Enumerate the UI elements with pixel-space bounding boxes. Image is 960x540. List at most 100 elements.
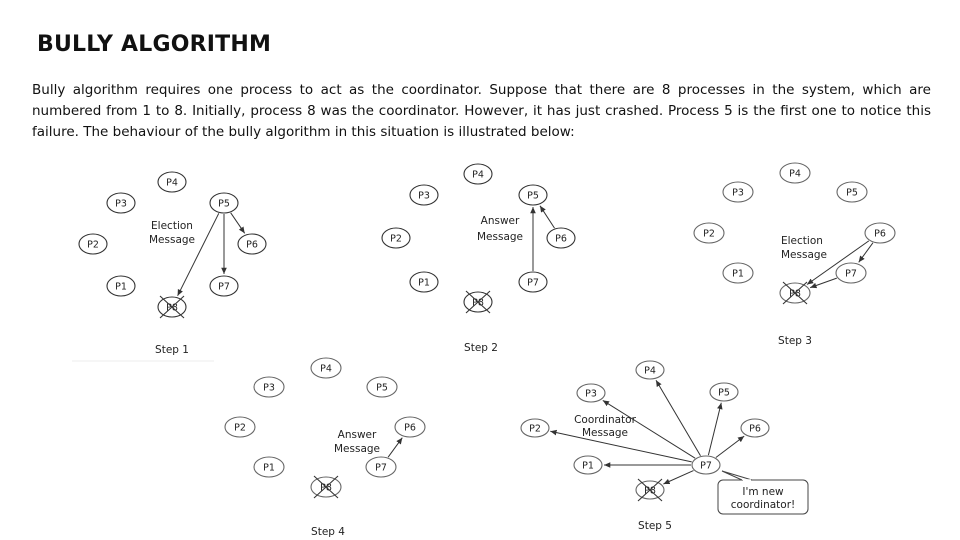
message-type-label: Election — [781, 235, 823, 247]
process-label: P4 — [789, 169, 801, 180]
process-node-p8: P8 — [635, 478, 665, 502]
process-label: P6 — [246, 240, 258, 251]
process-label: P7 — [218, 282, 230, 293]
process-label: P8 — [472, 298, 484, 309]
process-label: P2 — [703, 229, 715, 240]
process-label: P4 — [472, 170, 484, 181]
process-label: P2 — [87, 240, 99, 251]
process-label: P2 — [390, 234, 402, 245]
process-node-p3: P3 — [409, 184, 439, 206]
process-label: P2 — [529, 424, 541, 435]
process-label: P1 — [263, 463, 275, 474]
message-type-label: Message — [334, 443, 380, 455]
process-node-p3: P3 — [722, 181, 754, 203]
process-node-p1: P1 — [409, 271, 439, 293]
process-node-p6: P6 — [864, 222, 896, 244]
process-label: P7 — [375, 463, 387, 474]
process-node-p3: P3 — [106, 192, 136, 214]
process-label: P4 — [644, 366, 656, 377]
process-label: P1 — [732, 269, 744, 280]
process-node-p2: P2 — [693, 222, 725, 244]
process-node-p2: P2 — [520, 418, 550, 438]
message-type-label: Answer — [338, 429, 377, 441]
message-arrow-p6-to-p7 — [858, 242, 874, 263]
message-type-label: Message — [149, 234, 195, 246]
message-type-label: Election — [151, 220, 193, 232]
process-node-p7: P7 — [518, 271, 548, 293]
process-label: P8 — [166, 303, 178, 314]
process-label: P6 — [555, 234, 567, 245]
process-label: P8 — [789, 289, 801, 300]
message-arrow-p7-to-p6 — [387, 437, 403, 458]
process-node-p5: P5 — [209, 192, 239, 214]
process-node-p7: P7 — [365, 456, 397, 478]
crash-cross-icon — [465, 290, 491, 314]
process-label: P5 — [718, 388, 730, 399]
process-label: P5 — [527, 191, 539, 202]
process-node-p5: P5 — [518, 184, 548, 206]
message-arrow-p7-to-p5 — [707, 402, 723, 456]
crash-cross-icon — [313, 475, 339, 499]
process-node-p2: P2 — [78, 233, 108, 255]
message-arrow-p5-to-p6 — [230, 212, 246, 234]
message-arrow-p6-to-p8 — [806, 240, 870, 285]
process-label: P5 — [218, 199, 230, 210]
process-label: P1 — [582, 461, 594, 472]
message-arrow-p7-to-p8 — [663, 470, 694, 485]
process-node-p4: P4 — [463, 163, 493, 185]
process-node-p4: P4 — [779, 162, 811, 184]
step-label: Step 1 — [155, 344, 189, 356]
process-node-p6: P6 — [546, 227, 576, 249]
process-node-p1: P1 — [106, 275, 136, 297]
process-label: P2 — [234, 423, 246, 434]
process-node-p4: P4 — [157, 171, 187, 193]
intro-paragraph: Bully algorithm requires one process to … — [32, 82, 931, 140]
process-label: P4 — [166, 178, 178, 189]
crash-cross-icon — [637, 478, 663, 502]
message-arrow-p7-to-p4 — [655, 379, 701, 456]
process-node-p8: P8 — [779, 281, 811, 305]
crash-cross-icon — [782, 281, 808, 305]
message-arrow-p7-to-p2 — [550, 429, 692, 463]
process-node-p5: P5 — [836, 181, 868, 203]
process-node-p3: P3 — [253, 376, 285, 398]
process-label: P3 — [732, 188, 744, 199]
process-label: P6 — [874, 229, 886, 240]
message-type-label: Coordinator — [574, 414, 637, 426]
process-node-p1: P1 — [253, 456, 285, 478]
process-node-p3: P3 — [576, 383, 606, 403]
callout-text: coordinator! — [731, 499, 796, 511]
process-node-p4: P4 — [310, 357, 342, 379]
step-label: Step 3 — [778, 335, 812, 347]
crash-cross-icon — [159, 295, 185, 319]
message-type-label: Message — [477, 231, 523, 243]
process-label: P5 — [846, 188, 858, 199]
message-type-label: Message — [781, 249, 827, 261]
process-label: P3 — [263, 383, 275, 394]
process-node-p4: P4 — [635, 360, 665, 380]
process-label: P1 — [115, 282, 127, 293]
process-label: P3 — [418, 191, 430, 202]
message-arrow-p7-to-p6 — [715, 435, 745, 458]
process-node-p8: P8 — [157, 295, 187, 319]
process-node-p5: P5 — [366, 376, 398, 398]
process-node-p6: P6 — [394, 416, 426, 438]
page-title: BULLY ALGORITHM — [37, 32, 272, 57]
message-type-label: Answer — [481, 215, 520, 227]
process-node-p6: P6 — [740, 418, 770, 438]
step-label: Step 4 — [311, 526, 345, 538]
process-label: P1 — [418, 278, 430, 289]
process-label: P4 — [320, 364, 332, 375]
process-label: P3 — [585, 389, 597, 400]
process-node-p2: P2 — [224, 416, 256, 438]
process-node-p7: P7 — [835, 262, 867, 284]
process-node-p8: P8 — [310, 475, 342, 499]
process-label: P8 — [644, 486, 656, 497]
process-node-p8: P8 — [463, 290, 493, 314]
step-label: Step 2 — [464, 342, 498, 354]
